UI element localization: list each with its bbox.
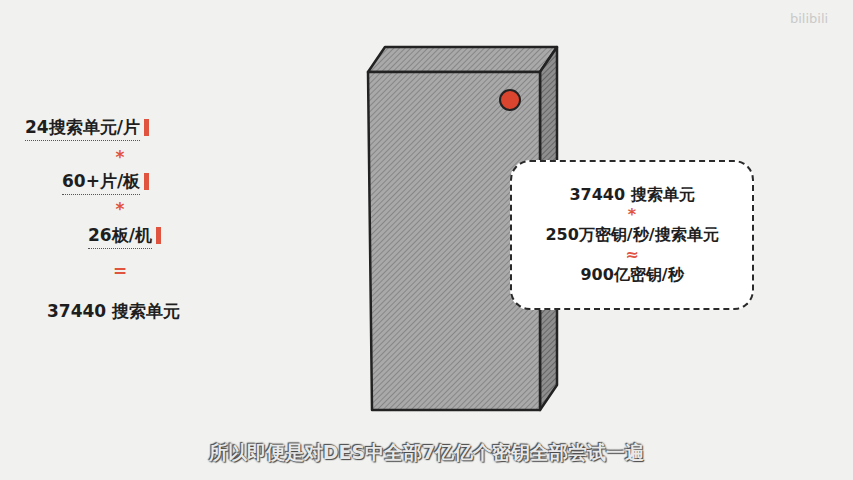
callout-box: 37440 搜索单元*250万密钥/秒/搜索单元≈900亿密钥/秒 bbox=[510, 160, 754, 310]
power-light bbox=[500, 90, 520, 110]
accent-bar bbox=[144, 119, 149, 136]
watermark: bilibili bbox=[790, 8, 828, 30]
machine-top bbox=[368, 47, 557, 72]
accent-bar bbox=[144, 173, 149, 190]
operator-symbol: = bbox=[113, 260, 127, 282]
operator-symbol: * bbox=[116, 198, 125, 220]
accent-bar bbox=[156, 227, 161, 244]
callout-text: 250万密钥/秒/搜索单元 bbox=[526, 224, 738, 246]
operand-label: 26板/机 bbox=[88, 224, 152, 249]
operator-symbol: * bbox=[116, 146, 125, 168]
operator-symbol: ≈ bbox=[526, 246, 738, 264]
result-label: 37440 搜索单元 bbox=[47, 300, 180, 322]
subtitle: 所以即便是对DES中全部7亿亿个密钥全部尝试一遍 bbox=[0, 440, 853, 466]
operand-label: 60+片/板 bbox=[62, 170, 140, 195]
callout-text: 37440 搜索单元 bbox=[526, 184, 738, 206]
operator-symbol: * bbox=[526, 206, 738, 224]
operand-label: 24搜索单元/片 bbox=[25, 116, 140, 141]
callout-text: 900亿密钥/秒 bbox=[526, 264, 738, 286]
